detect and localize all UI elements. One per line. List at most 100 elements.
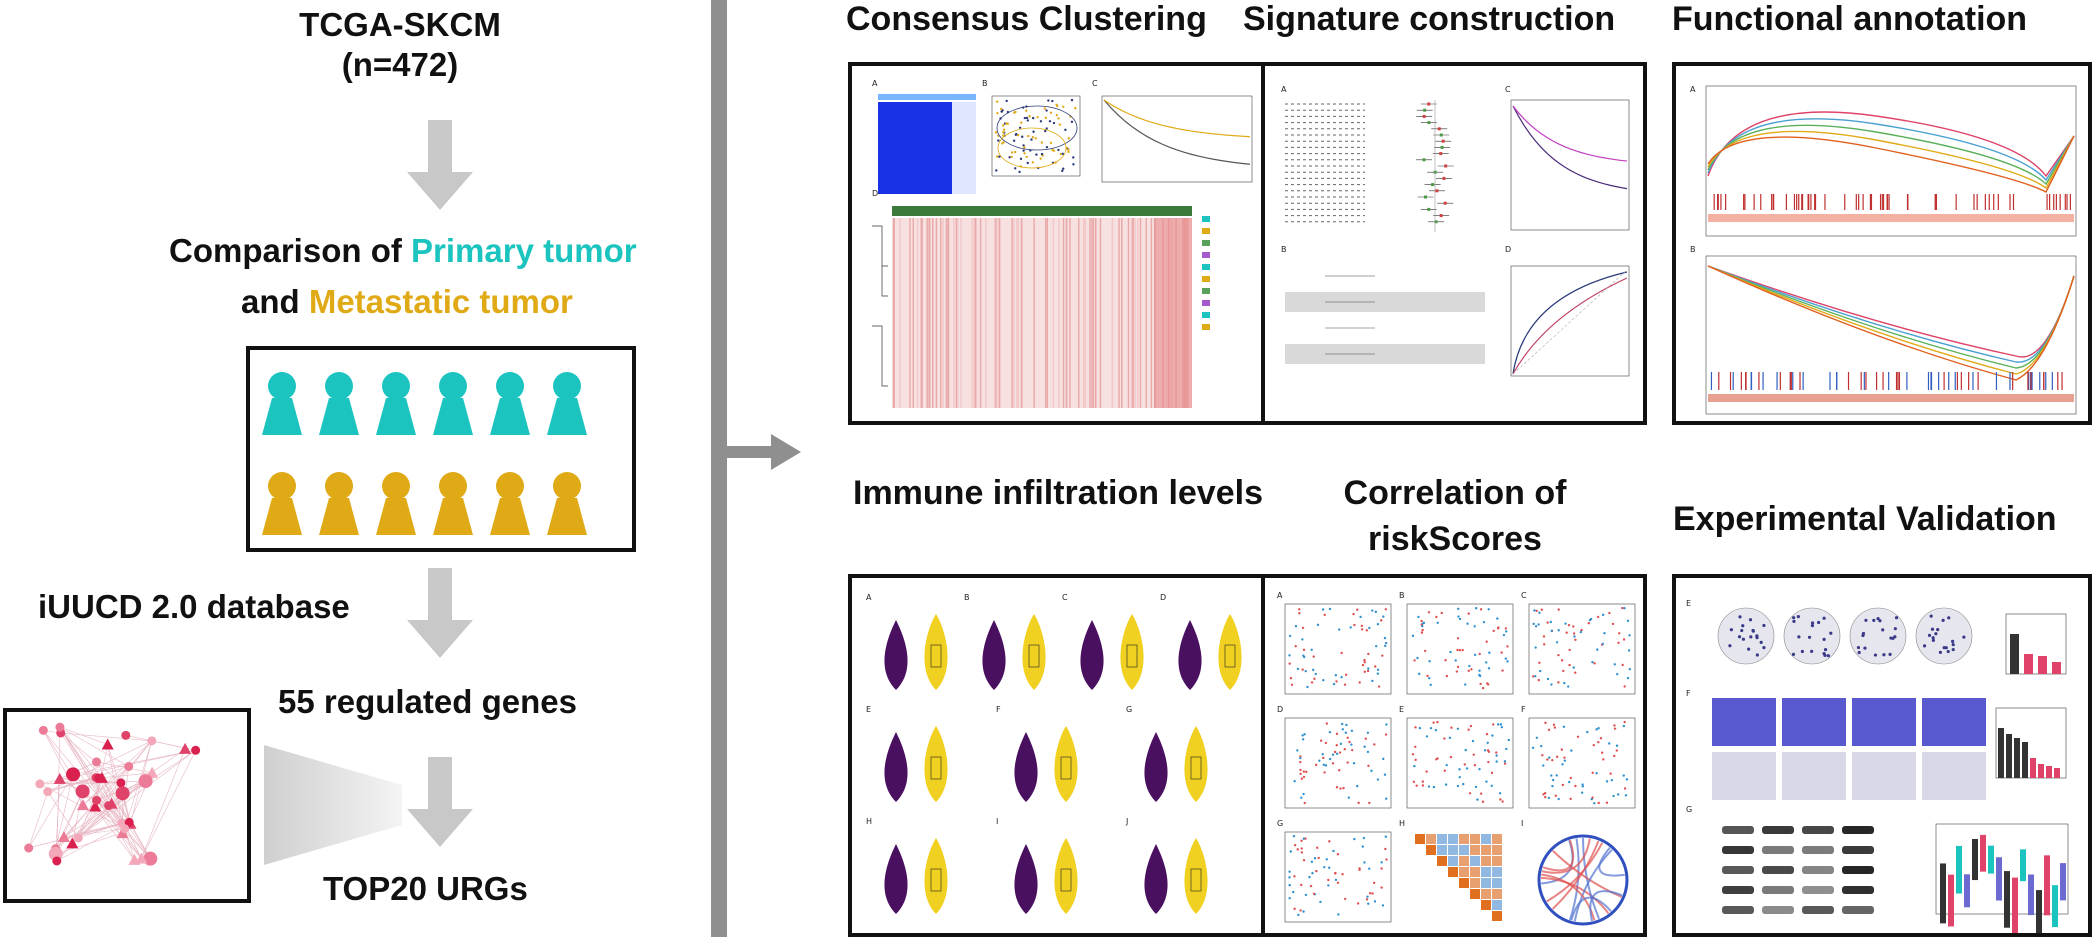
network-node bbox=[75, 784, 90, 799]
plot-point bbox=[1331, 753, 1335, 756]
database-label: iUUCD 2.0 database bbox=[38, 588, 350, 625]
primary-person-icon bbox=[262, 372, 302, 435]
network-edge bbox=[78, 780, 146, 839]
km-frame bbox=[1510, 99, 1630, 231]
plot-point bbox=[1002, 131, 1005, 134]
plot-point bbox=[1499, 723, 1503, 726]
plot-point bbox=[1436, 621, 1439, 624]
plot-point bbox=[1411, 634, 1415, 638]
hit-mark bbox=[2029, 372, 2031, 390]
plot-point bbox=[1534, 674, 1537, 678]
hit-mark bbox=[1938, 372, 1940, 390]
plot-point bbox=[1616, 793, 1620, 796]
plot-point bbox=[1421, 784, 1425, 787]
heatmap-stripe bbox=[955, 218, 958, 408]
hit-mark bbox=[1732, 372, 1734, 390]
chord-link bbox=[1542, 839, 1575, 872]
plot-point bbox=[1552, 723, 1556, 726]
network-node-triangle bbox=[89, 800, 102, 812]
heatmap-stripe bbox=[985, 218, 987, 408]
colony-dish bbox=[1783, 607, 1841, 665]
plot-point bbox=[1535, 736, 1539, 740]
violin-group2 bbox=[1120, 614, 1144, 690]
primary-person-icon bbox=[433, 372, 473, 435]
corr-cell bbox=[1459, 856, 1469, 866]
network-node bbox=[124, 817, 134, 827]
plot-point bbox=[1010, 151, 1014, 154]
plot-point bbox=[1310, 681, 1314, 684]
colony bbox=[1856, 645, 1861, 650]
colony bbox=[1797, 635, 1801, 639]
blot-band bbox=[1842, 886, 1874, 894]
plot-point bbox=[1067, 150, 1070, 154]
plot-point bbox=[1047, 99, 1050, 102]
plot-point bbox=[1383, 636, 1387, 640]
heatmap-stripe bbox=[926, 218, 928, 408]
plot-point bbox=[1296, 667, 1300, 671]
heatmap-stripe bbox=[994, 218, 996, 408]
plot-point bbox=[1440, 611, 1443, 615]
plot-point bbox=[1334, 878, 1338, 882]
plot-point bbox=[1288, 654, 1291, 657]
plot-point bbox=[1332, 849, 1335, 853]
plot-point bbox=[1444, 783, 1448, 786]
colony bbox=[1878, 619, 1882, 623]
plot-point bbox=[1059, 152, 1062, 156]
plot-point bbox=[1628, 634, 1631, 637]
hit-mark bbox=[1906, 194, 1909, 210]
plot-point bbox=[1072, 156, 1075, 159]
plot-point bbox=[1353, 837, 1356, 841]
plot-point bbox=[1316, 623, 1320, 627]
enrichment-curve bbox=[1707, 135, 2075, 193]
plot-point bbox=[1495, 754, 1498, 757]
plot-point bbox=[1596, 648, 1599, 651]
hit-mark bbox=[1954, 372, 1956, 390]
plot-point bbox=[1018, 170, 1021, 174]
plot-point bbox=[1026, 161, 1029, 165]
plot-point bbox=[1470, 668, 1473, 671]
plot-point bbox=[1288, 876, 1291, 879]
colony bbox=[1792, 619, 1796, 623]
hit-mark bbox=[1960, 372, 1962, 390]
plot-point bbox=[1550, 629, 1553, 632]
legend-swatch bbox=[1202, 252, 1210, 258]
plot-point bbox=[1337, 628, 1341, 631]
box-plot bbox=[930, 756, 942, 780]
corr-cell bbox=[1426, 834, 1436, 844]
bar bbox=[2014, 738, 2020, 778]
plot-point bbox=[1456, 727, 1460, 730]
plot-point bbox=[1328, 607, 1332, 611]
hit-mark bbox=[1814, 194, 1817, 210]
plot-point bbox=[1445, 674, 1449, 678]
plot-point bbox=[1537, 678, 1540, 682]
plot-point bbox=[1344, 673, 1348, 676]
corr-cell bbox=[1492, 856, 1502, 866]
plot-point bbox=[1488, 651, 1491, 654]
plot-point bbox=[1335, 752, 1339, 756]
plot-point bbox=[1503, 762, 1507, 765]
hit-mark bbox=[1718, 372, 1720, 390]
plot-point bbox=[1321, 608, 1325, 611]
hit-mark bbox=[2049, 194, 2051, 210]
heatmap bbox=[892, 218, 1192, 408]
plot-point bbox=[1299, 909, 1302, 912]
box-plot bbox=[1126, 644, 1138, 668]
plot-point bbox=[1045, 109, 1048, 112]
plot-point bbox=[1593, 662, 1596, 665]
network-edge bbox=[55, 778, 61, 854]
blot-band bbox=[1762, 906, 1794, 914]
plot-point bbox=[1560, 748, 1563, 751]
network-edge bbox=[141, 748, 186, 859]
plot-point bbox=[1597, 741, 1600, 744]
primary-tumor-label: Primary tumor bbox=[411, 232, 637, 269]
panel-letter: A bbox=[1690, 85, 1696, 94]
plot-point bbox=[1623, 720, 1626, 724]
colony bbox=[1751, 629, 1755, 633]
hit-mark bbox=[1814, 194, 1816, 210]
colony bbox=[1822, 637, 1826, 641]
plot-point bbox=[1374, 644, 1378, 648]
plot-point bbox=[1074, 107, 1077, 110]
plot-point bbox=[1303, 733, 1306, 736]
plot-point bbox=[1366, 669, 1370, 673]
